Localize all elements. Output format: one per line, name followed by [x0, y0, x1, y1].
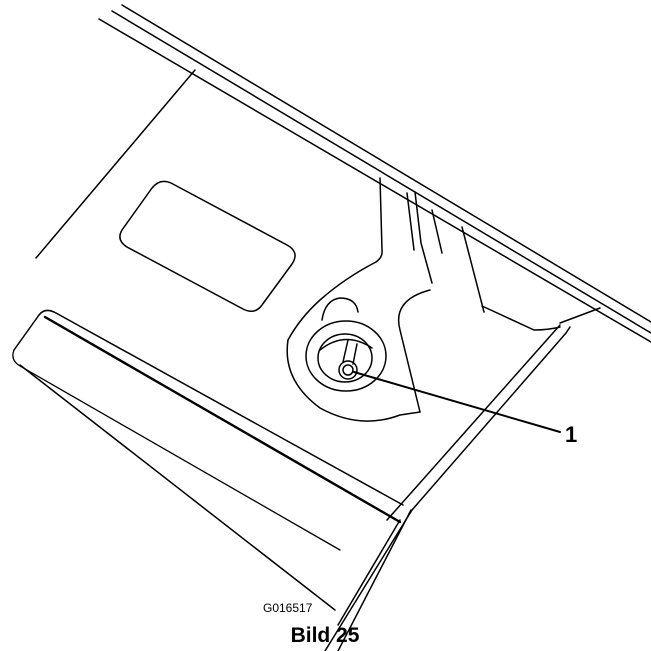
lower-panel-slot-edge: [12, 349, 341, 551]
lower-panel-thick-edge: [43, 315, 402, 524]
housing-upper-curve: [287, 261, 377, 341]
grease-fitting: [305, 320, 387, 392]
callout-leader-line: [353, 371, 561, 433]
bottom-left-edge: [19, 364, 336, 611]
right-lower-rails: [324, 324, 571, 651]
lower-panel-slot: [13, 309, 404, 506]
figure-caption: Bild 25: [291, 624, 360, 647]
part-code: G016517: [263, 601, 313, 615]
housing-lower-cup: [286, 339, 421, 422]
upper-rectangular-opening: [119, 180, 296, 312]
callout-number: 1: [565, 422, 577, 447]
rear-knob: [321, 297, 359, 321]
housing-right-edge: [397, 289, 431, 413]
top-rail-edge: [98, 4, 651, 343]
left-panel-edge: [35, 69, 196, 259]
